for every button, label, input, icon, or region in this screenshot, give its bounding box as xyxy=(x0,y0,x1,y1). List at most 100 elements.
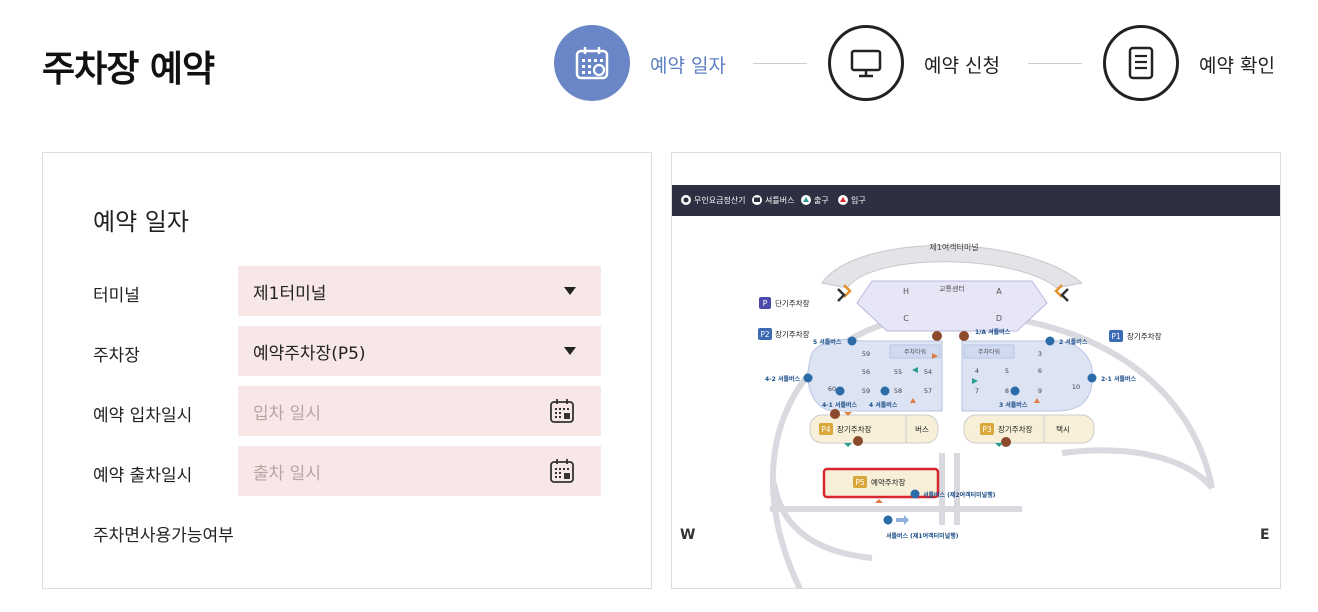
terminal-label: 터미널 xyxy=(93,286,140,306)
p3-name: 장기주차장 xyxy=(998,424,1033,434)
calendar-icon xyxy=(575,47,609,80)
page-title: 주차장 예약 xyxy=(42,49,215,90)
calendar-icon[interactable] xyxy=(549,458,575,484)
legend-payment: 무인요금정산기 xyxy=(694,195,746,205)
entry-datetime-input[interactable]: 입차 일시 xyxy=(238,386,601,436)
parking-lot-select[interactable]: 예약주차장(P5) xyxy=(238,326,601,376)
ramp-left-icon xyxy=(837,284,852,302)
parking-lot-label: 주차장 xyxy=(93,346,140,366)
block-label: 5 xyxy=(1005,367,1009,375)
section-heading: 예약 일자 xyxy=(93,208,189,236)
payment-machine-icon xyxy=(1001,437,1011,447)
terminal-select[interactable]: 제1터미널 xyxy=(238,266,601,316)
shuttle-label: 4 셔틀버스 xyxy=(869,401,898,409)
compass-west: W xyxy=(680,527,695,543)
entry-datetime-label: 예약 입차일시 xyxy=(93,406,193,426)
availability-label: 주차면사용가능여부 xyxy=(93,526,234,546)
shuttle-bus-icon xyxy=(1087,373,1097,383)
p2-badge: P2 xyxy=(760,330,770,339)
tower-left-label: 주차타워 xyxy=(904,348,926,356)
chevron-down-icon xyxy=(564,287,576,295)
p2-name: 장기주차장 xyxy=(775,329,810,339)
entry-datetime-placeholder: 입차 일시 xyxy=(253,403,321,424)
ramp-right-icon xyxy=(1054,284,1069,302)
p3-lot xyxy=(963,414,1095,444)
block-label: 10 xyxy=(1072,383,1080,391)
payment-machine-icon xyxy=(853,436,863,446)
direction-arrow-icon xyxy=(844,353,1040,503)
block-label: 3 xyxy=(1038,350,1042,358)
p5-name: 예약주차장 xyxy=(871,477,906,487)
entry-icon xyxy=(838,195,848,205)
shuttle-bus-icon xyxy=(847,336,857,346)
p4-badge-bg xyxy=(819,423,833,435)
terminal-select-value: 제1터미널 xyxy=(253,283,327,304)
shuttle-bus-icon xyxy=(1045,336,1055,346)
block-label: 9 xyxy=(1038,387,1042,395)
taxi-area-label: 택시 xyxy=(1056,424,1070,434)
shuttle-bus-icon xyxy=(1010,386,1020,396)
legend-exit: 출구 xyxy=(814,195,829,205)
shuttle-label: 1/A 셔틀버스 xyxy=(975,328,1011,336)
parking-map-panel: 무인요금정산기 셔틀버스 출구 입구 제1여객터미널 교통센터 H A C D xyxy=(671,152,1281,589)
block-label: 7 xyxy=(975,387,979,395)
shuttle-label: 셔틀버스 (제1여객터미널행) xyxy=(886,532,959,540)
block-label: 4 xyxy=(975,367,979,375)
shuttle-bus-icon xyxy=(880,386,890,396)
p3-badge-bg xyxy=(980,423,994,435)
direction-arrow-icon xyxy=(844,367,1003,447)
parking-map: 무인요금정산기 셔틀버스 출구 입구 제1여객터미널 교통센터 H A C D xyxy=(672,185,1280,588)
step-3-icon-circle[interactable] xyxy=(1103,25,1179,101)
terminal-building xyxy=(821,245,1084,289)
block-label: 56 xyxy=(862,368,870,376)
bus-area-label: 버스 xyxy=(915,424,929,434)
shuttle-label: 4-2 셔틀버스 xyxy=(765,375,800,383)
shuttle-label: 4-1 셔틀버스 xyxy=(822,401,857,409)
step-1-icon-circle[interactable] xyxy=(554,25,630,101)
short-term-name: 단기주차장 xyxy=(775,298,810,308)
p2-badge-bg xyxy=(758,328,772,340)
shuttle-label: 2 셔틀버스 xyxy=(1059,338,1088,346)
zone-a: A xyxy=(996,287,1002,296)
shuttle-bus-icon xyxy=(883,515,893,525)
shuttle-label: 셔틀버스 (제2여객터미널행) xyxy=(923,491,996,499)
shuttle-bus-icon xyxy=(803,373,813,383)
block-label: 59 xyxy=(862,387,870,395)
legend-entry: 입구 xyxy=(851,196,866,205)
exit-icon xyxy=(801,195,811,205)
exit-datetime-label: 예약 출차일시 xyxy=(93,466,193,486)
p1-badge-bg xyxy=(1109,330,1123,342)
shuttle-bus-icon xyxy=(835,386,845,396)
shuttle-bus-icon xyxy=(752,195,762,205)
payment-machine-icon xyxy=(830,409,840,419)
step-divider xyxy=(753,63,807,64)
pedestrian-arrow-icon xyxy=(896,515,909,525)
step-2-label: 예약 신청 xyxy=(924,55,1000,77)
payment-machine-icon xyxy=(959,331,969,341)
zone-h: H xyxy=(903,287,909,296)
payment-machine-icon xyxy=(681,195,691,205)
block-label: 54 xyxy=(924,368,932,376)
payment-machine-icon xyxy=(932,331,942,341)
reservation-form-panel: 예약 일자 터미널 제1터미널 주차장 예약주차장(P5) 예약 입차일시 입차… xyxy=(42,152,652,589)
step-2-icon-circle[interactable] xyxy=(828,25,904,101)
block-label: 57 xyxy=(924,387,932,395)
block-label: 8 xyxy=(1005,387,1009,395)
map-legend-bar xyxy=(672,185,1280,216)
calendar-icon[interactable] xyxy=(549,398,575,424)
zone-c: C xyxy=(903,314,909,323)
zone-d: D xyxy=(996,314,1002,323)
step-3-label: 예약 확인 xyxy=(1199,55,1275,77)
tower-left xyxy=(889,344,941,359)
block-label: 6 xyxy=(1038,367,1042,375)
block-label: 55 xyxy=(894,368,902,376)
tower-right xyxy=(963,344,1015,359)
step-divider xyxy=(1028,63,1082,64)
shuttle-label: 3 셔틀버스 xyxy=(999,401,1028,409)
exit-datetime-input[interactable]: 출차 일시 xyxy=(238,446,601,496)
parking-lot-select-value: 예약주차장(P5) xyxy=(253,343,366,364)
shuttle-label: 5 셔틀버스 xyxy=(813,338,842,346)
p1-badge: P1 xyxy=(1111,332,1121,341)
transport-center xyxy=(856,280,1048,332)
p5-lot-highlight[interactable] xyxy=(822,467,940,499)
